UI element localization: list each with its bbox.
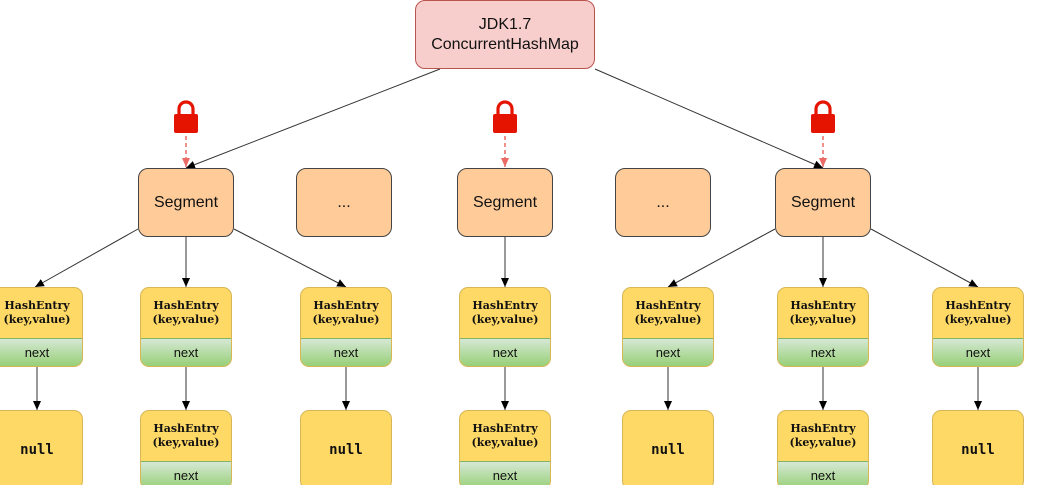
next-field: next [141, 461, 231, 485]
lock-icon [493, 100, 517, 133]
segment-label: Segment [472, 193, 538, 211]
segment-label: Segment [153, 193, 219, 211]
null-node: null [622, 410, 714, 485]
hashentry-node: HashEntry(key,value) next [777, 287, 869, 367]
root-line-1: JDK1.7 [478, 15, 532, 33]
hashentry-name: HashEntry [4, 299, 70, 312]
segment-node-ellipsis-2: ... [615, 168, 711, 237]
next-field: next [141, 338, 231, 366]
next-field: next [0, 338, 82, 366]
hashentry-params: (key,value) [944, 313, 1012, 326]
null-node: null [0, 410, 83, 485]
hashentry-name: HashEntry [153, 422, 219, 435]
hashentry-node: HashEntry(key,value) next [140, 410, 232, 485]
hashentry-params: (key,value) [471, 313, 539, 326]
segment-label: Segment [790, 193, 856, 211]
hashentry-node: HashEntry(key,value) next [300, 287, 392, 367]
hashentry-node: HashEntry(key,value) next [459, 287, 551, 367]
next-field: next [778, 461, 868, 485]
hashentry-node: HashEntry(key,value) next [932, 287, 1024, 367]
lock-icon [811, 100, 835, 133]
segment-label: ... [656, 193, 670, 211]
next-field: next [933, 338, 1023, 366]
segment-1-to-entry-c-edge [233, 228, 347, 288]
hashentry-params: (key,value) [152, 436, 220, 449]
segment-node-2: Segment [457, 168, 553, 237]
segment-1-to-entry-a-edge [34, 228, 139, 288]
hashentry-name: HashEntry [313, 299, 379, 312]
root-node-concurrenthashmap: JDK1.7 ConcurrentHashMap [415, 0, 595, 69]
next-field: next [778, 338, 868, 366]
hashentry-params: (key,value) [3, 313, 71, 326]
root-to-segment-5-edge [594, 68, 824, 169]
next-field: next [460, 338, 550, 366]
root-line-2: ConcurrentHashMap [431, 35, 579, 53]
null-node: null [932, 410, 1024, 485]
hashentry-node: HashEntry(key,value) next [459, 410, 551, 485]
root-to-segment-1-edge [185, 68, 441, 169]
next-field: next [460, 461, 550, 485]
null-node: null [300, 410, 392, 485]
hashentry-params: (key,value) [789, 436, 857, 449]
hashentry-name: HashEntry [472, 422, 538, 435]
segment-node-3: Segment [775, 168, 871, 237]
hashentry-name: HashEntry [472, 299, 538, 312]
hashentry-node: HashEntry(key,value) next [777, 410, 869, 485]
hashentry-params: (key,value) [471, 436, 539, 449]
hashentry-name: HashEntry [635, 299, 701, 312]
segment-5-to-entry-g-edge [870, 228, 979, 288]
hashentry-node: HashEntry(key,value) next [140, 287, 232, 367]
hashentry-name: HashEntry [945, 299, 1011, 312]
hashentry-name: HashEntry [153, 299, 219, 312]
segment-label: ... [337, 193, 351, 211]
next-field: next [301, 338, 391, 366]
hashentry-params: (key,value) [312, 313, 380, 326]
segment-5-to-entry-e-edge [667, 228, 776, 288]
lock-icon [174, 100, 198, 133]
hashentry-node: HashEntry(key,value) next [0, 287, 83, 367]
hashentry-name: HashEntry [790, 422, 856, 435]
hashentry-params: (key,value) [789, 313, 857, 326]
segment-node-1: Segment [138, 168, 234, 237]
hashentry-name: HashEntry [790, 299, 856, 312]
hashentry-params: (key,value) [634, 313, 702, 326]
hashentry-params: (key,value) [152, 313, 220, 326]
next-field: next [623, 338, 713, 366]
segment-node-ellipsis-1: ... [296, 168, 392, 237]
hashentry-node: HashEntry(key,value) next [622, 287, 714, 367]
